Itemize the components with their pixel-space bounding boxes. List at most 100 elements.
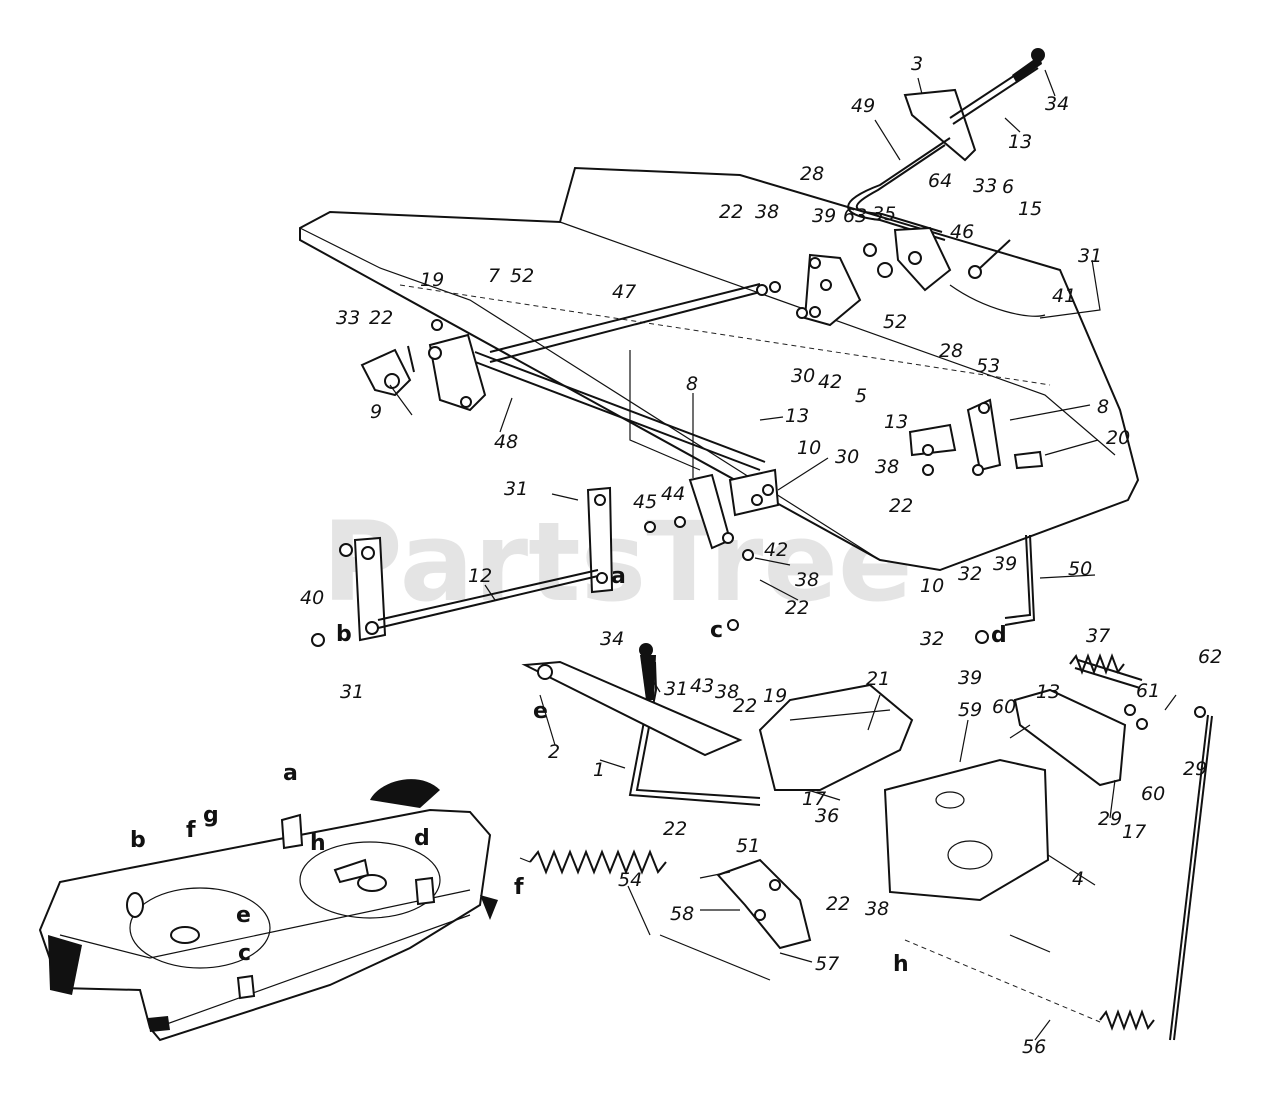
callout-38-low: 38 — [715, 681, 739, 703]
callout-2: 2 — [548, 741, 560, 763]
callout-3: 3 — [911, 53, 923, 75]
callout-60-left: 60 — [992, 696, 1016, 718]
callout-5: 5 — [855, 385, 867, 407]
callout-33-left: 33 — [336, 307, 360, 329]
letter-f-spring: f — [514, 875, 524, 900]
leaders — [389, 69, 1177, 1041]
letter-callouts: a b c d e f h a b c d e f g h — [130, 564, 1007, 977]
callout-22-right-low: 22 — [826, 893, 850, 915]
callout-52-left: 52 — [510, 265, 534, 287]
callout-60-right: 60 — [1141, 783, 1165, 805]
callout-15: 15 — [1018, 198, 1042, 220]
mower-deck — [38, 779, 498, 1042]
rod-49 — [847, 137, 951, 241]
callout-8-right: 8 — [1097, 396, 1109, 418]
callout-42-mid: 42 — [764, 539, 788, 561]
callout-32-right: 32 — [958, 563, 982, 585]
callout-20: 20 — [1106, 427, 1130, 449]
rod-50 — [1004, 534, 1036, 626]
callout-31-left: 31 — [340, 681, 364, 703]
hardware — [311, 257, 1206, 730]
callout-8-left: 8 — [686, 373, 698, 395]
letter-b-top: b — [336, 622, 352, 647]
callout-36: 36 — [815, 805, 839, 827]
callout-52-right: 52 — [883, 311, 907, 333]
bracket-5 — [796, 253, 862, 327]
callout-31-low: 31 — [664, 678, 688, 700]
letter-f-deck: f — [186, 818, 196, 843]
letter-d-deck: d — [414, 826, 430, 851]
callout-54: 54 — [618, 869, 642, 891]
callout-29-right: 29 — [1183, 758, 1207, 780]
callout-53: 53 — [976, 355, 1000, 377]
callout-49: 49 — [851, 95, 875, 117]
callout-7: 7 — [488, 265, 500, 287]
callout-38-top: 38 — [755, 201, 779, 223]
callout-30-mid: 30 — [835, 446, 859, 468]
callout-19-low: 19 — [763, 685, 787, 707]
bracket-57 — [699, 858, 812, 950]
letter-a-deck: a — [283, 761, 298, 786]
callout-41: 41 — [1052, 285, 1076, 307]
callout-34-top: 34 — [1045, 93, 1069, 115]
callout-35: 35 — [872, 203, 896, 225]
bracket-61 — [1013, 653, 1143, 787]
letter-d-top: d — [991, 623, 1007, 648]
letter-g-deck: g — [203, 803, 219, 828]
letter-h-deck: h — [310, 831, 326, 856]
callout-39-low: 39 — [958, 667, 982, 689]
callout-43: 43 — [690, 675, 714, 697]
callout-45: 45 — [633, 491, 657, 513]
letter-c-top: c — [710, 618, 723, 643]
callout-10-left: 10 — [797, 437, 821, 459]
letter-e-top: e — [533, 699, 548, 724]
bracket-7 — [428, 333, 487, 412]
callout-38-mid: 38 — [795, 569, 819, 591]
callout-21: 21 — [866, 668, 890, 690]
callout-44: 44 — [661, 483, 685, 505]
handle-3 — [903, 48, 1045, 162]
callout-13-mid: 13 — [785, 405, 809, 427]
callout-6: 6 — [1002, 176, 1014, 198]
number-callouts: 3 34 13 49 28 64 33 6 22 38 39 63 35 15 … — [300, 53, 1222, 1058]
callout-9: 9 — [370, 401, 382, 423]
rod-48 — [469, 351, 766, 471]
callout-17-right: 17 — [1122, 821, 1146, 843]
spring-54 — [519, 849, 771, 981]
callout-17-mid: 17 — [802, 788, 826, 810]
callout-28-right: 28 — [939, 340, 963, 362]
callout-13-low: 13 — [1036, 681, 1060, 703]
lift-link-12 — [353, 486, 614, 642]
callout-22-mid: 22 — [785, 597, 809, 619]
callout-42-top: 42 — [818, 371, 842, 393]
callout-22-left: 22 — [369, 307, 393, 329]
callout-28-top: 28 — [800, 163, 824, 185]
callout-13-top: 13 — [1008, 131, 1032, 153]
callout-1: 1 — [593, 759, 605, 781]
callout-37: 37 — [1086, 625, 1110, 647]
callout-61: 61 — [1136, 680, 1160, 702]
callout-59: 59 — [958, 699, 982, 721]
callout-39-right: 39 — [993, 553, 1017, 575]
letter-e-deck: e — [236, 903, 251, 928]
callout-13-right: 13 — [884, 411, 908, 433]
rod-right — [1169, 714, 1213, 1041]
callout-33-right: 33 — [973, 175, 997, 197]
shaft-47 — [489, 283, 761, 363]
bracket-8-right — [908, 398, 1044, 476]
callout-38-right: 38 — [875, 456, 899, 478]
callout-62: 62 — [1198, 646, 1222, 668]
callout-47: 47 — [612, 281, 636, 303]
callout-39-top: 39 — [812, 205, 836, 227]
callout-50: 50 — [1068, 558, 1092, 580]
callout-10-right: 10 — [920, 575, 944, 597]
callout-51: 51 — [736, 835, 760, 857]
callout-63: 63 — [843, 205, 867, 227]
letter-a-top: a — [611, 564, 626, 589]
callout-31-right: 31 — [1078, 245, 1102, 267]
lever-2 — [521, 660, 743, 757]
callout-29-left: 29 — [1098, 808, 1122, 830]
callout-58: 58 — [670, 903, 694, 925]
bracket-8-left — [688, 468, 780, 550]
